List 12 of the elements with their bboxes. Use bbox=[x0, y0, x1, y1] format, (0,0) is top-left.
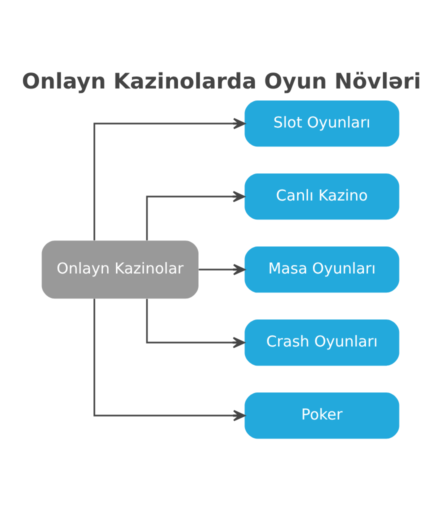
node-box: Onlayn Kazinolar bbox=[41, 240, 198, 299]
arrow bbox=[146, 298, 244, 348]
node-box: Masa Oyunları bbox=[244, 246, 399, 293]
arrow bbox=[93, 118, 245, 240]
node-box: Crash Oyunları bbox=[244, 320, 399, 366]
node-box: Canlı Kazino bbox=[244, 174, 399, 220]
arrow bbox=[93, 298, 245, 422]
arrow bbox=[146, 190, 244, 240]
diagram-title: Onlayn Kazinolarda Oyun Növləri bbox=[21, 70, 421, 95]
node-box: Poker bbox=[244, 392, 399, 439]
node-box: Slot Oyunları bbox=[244, 100, 399, 147]
arrow bbox=[198, 264, 245, 276]
